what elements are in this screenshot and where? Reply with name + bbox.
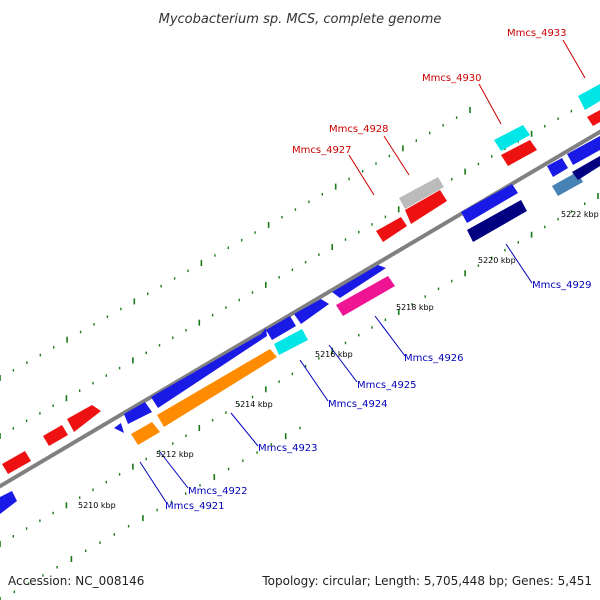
gene-feature[interactable] [274, 329, 308, 355]
gene-feature[interactable] [572, 156, 600, 180]
leader-line [328, 344, 358, 383]
leader-line [159, 451, 189, 489]
leader-line [139, 461, 167, 503]
leader-line [383, 135, 410, 176]
gene-feature[interactable] [151, 328, 267, 408]
tick-label: 5210 kbp [78, 501, 116, 510]
gene-label[interactable]: Mmcs_4928 [329, 124, 389, 135]
gene-label[interactable]: Mmcs_4922 [188, 486, 248, 497]
tick-label: 5220 kbp [478, 256, 516, 265]
gene-label[interactable]: Mmcs_4927 [292, 145, 352, 156]
tick-label: 5216 kbp [315, 350, 353, 359]
leader-lines [139, 39, 586, 503]
gene-feature[interactable] [157, 349, 277, 427]
gene-feature[interactable] [124, 402, 152, 424]
gene-label[interactable]: Mmcs_4933 [507, 28, 567, 39]
gene-label[interactable]: Mmcs_4926 [404, 353, 464, 364]
leader-line [299, 359, 329, 402]
gene-label[interactable]: Mmcs_4929 [532, 280, 592, 291]
gene-feature[interactable] [332, 265, 386, 298]
gene-feature[interactable] [461, 184, 518, 223]
gene-feature[interactable] [294, 299, 329, 324]
gene-feature[interactable] [567, 136, 600, 165]
gene-feature[interactable] [552, 172, 583, 196]
gene-feature[interactable] [43, 425, 68, 446]
gene-label[interactable]: Mmcs_4925 [357, 380, 417, 391]
gene-feature[interactable] [587, 110, 600, 126]
gene-feature[interactable] [2, 451, 31, 474]
gene-feature[interactable] [494, 125, 530, 151]
accession-text: Accession: NC_008146 [8, 574, 144, 588]
gene-feature[interactable] [501, 140, 537, 166]
tick-label: 5212 kbp [156, 450, 194, 459]
gene-feature[interactable] [405, 190, 447, 224]
leader-line [562, 39, 586, 79]
leader-line [374, 315, 406, 357]
gene-feature[interactable] [336, 276, 395, 316]
gene-feature[interactable] [67, 405, 101, 432]
gene-feature[interactable] [131, 422, 160, 445]
gene-labels-bottom: Mmcs_4921 Mmcs_4922 Mmcs_4923 Mmcs_4924 … [165, 280, 592, 512]
tick-label: 5222 kbp [561, 210, 599, 219]
tick-marks-outer [0, 93, 599, 439]
tick-marks-inner [0, 193, 599, 547]
gene-label[interactable]: Mmcs_4930 [422, 73, 482, 84]
gene-feature[interactable] [467, 200, 527, 242]
gene-feature[interactable] [376, 217, 407, 242]
gene-label[interactable]: Mmcs_4921 [165, 501, 225, 512]
gene-feature[interactable] [578, 84, 600, 110]
gene-label[interactable]: Mmcs_4923 [258, 443, 318, 454]
gene-feature[interactable] [0, 491, 17, 514]
leader-line [505, 243, 533, 284]
leader-line [478, 83, 502, 125]
tick-marks-bottom [0, 426, 301, 600]
map-title: Mycobacterium sp. MCS, complete genome [159, 12, 442, 27]
gene-feature[interactable] [266, 316, 296, 340]
leader-line [230, 412, 259, 447]
gene-features [0, 84, 600, 514]
genome-backbone [0, 129, 600, 489]
genome-info-text: Topology: circular; Length: 5,705,448 bp… [261, 574, 592, 588]
gene-label[interactable]: Mmcs_4924 [328, 399, 388, 410]
gene-feature[interactable] [114, 423, 124, 433]
gene-feature[interactable] [399, 177, 444, 209]
scale-labels: 5210 kbp 5212 kbp 5214 kbp 5216 kbp 5218… [78, 210, 599, 510]
gene-labels-top: Mmcs_4927 Mmcs_4928 Mmcs_4930 Mmcs_4933 [292, 28, 567, 156]
leader-line [348, 154, 375, 196]
tick-label: 5214 kbp [235, 400, 273, 409]
tick-label: 5218 kbp [396, 303, 434, 312]
gene-feature[interactable] [547, 158, 568, 177]
